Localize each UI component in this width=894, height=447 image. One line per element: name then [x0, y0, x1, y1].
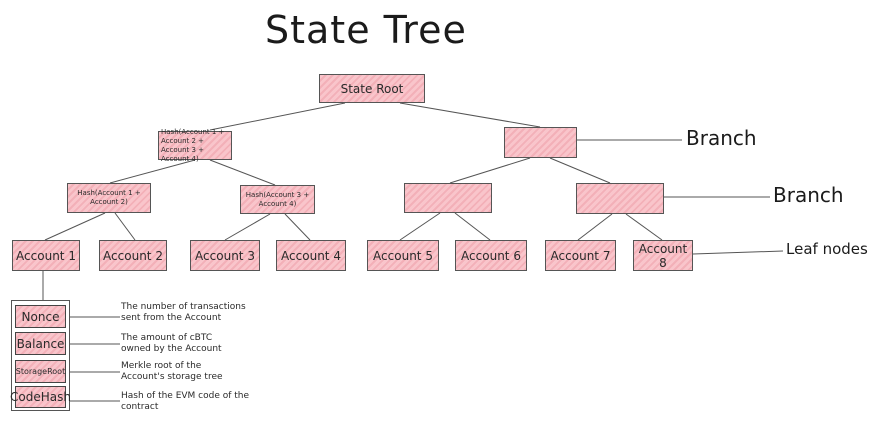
leaf-account-7: Account 7: [545, 240, 616, 271]
field-storage-root: StorageRoot: [15, 360, 66, 383]
leaf-account-1: Account 1: [12, 240, 80, 271]
field-balance: Balance: [15, 332, 66, 355]
desc-code-hash: Hash of the EVM code of the contract: [121, 391, 250, 412]
leaf-account-6: Account 6: [455, 240, 527, 271]
state-root-node: State Root: [319, 74, 425, 103]
desc-nonce: The number of transactions sent from the…: [121, 302, 246, 323]
leaf-account-3: Account 3: [190, 240, 260, 271]
branch-label-2: Branch: [773, 183, 844, 207]
branch-node-l2-1: Hash(Account 1 + Account 2): [67, 183, 151, 213]
leaf-account-4: Account 4: [276, 240, 346, 271]
leaf-account-5: Account 5: [367, 240, 439, 271]
branch-node-l2-4: [576, 183, 664, 214]
branch-node-l1-left: Hash(Account 1 + Account 2 + Account 3 +…: [158, 128, 232, 163]
desc-storage-root: Merkle root of the Account's storage tre…: [121, 361, 223, 382]
desc-balance: The amount of cBTC owned by the Account: [121, 333, 222, 354]
branch-node-l2-3: [404, 183, 492, 213]
branch-node-l2-2: Hash(Account 3 + Account 4): [240, 185, 315, 214]
account-fields-stack: [11, 300, 70, 411]
branch-node-l1-right: [504, 127, 577, 158]
diagram-title: State Tree: [265, 8, 467, 52]
branch-label-1: Branch: [686, 126, 757, 150]
leaf-account-2: Account 2: [99, 240, 167, 271]
field-nonce: Nonce: [15, 305, 66, 328]
leaf-nodes-label: Leaf nodes: [786, 240, 868, 258]
field-code-hash: CodeHash: [10, 386, 71, 408]
leaf-account-8: Account 8: [633, 240, 693, 271]
